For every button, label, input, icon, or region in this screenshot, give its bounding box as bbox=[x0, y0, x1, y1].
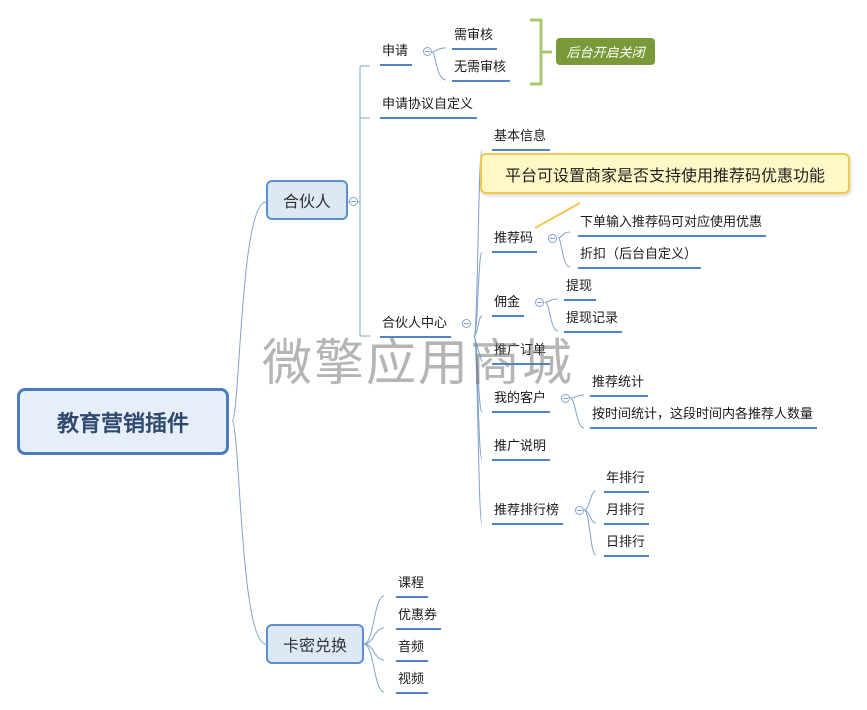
topic-promo-order[interactable]: 推广订单 bbox=[491, 343, 551, 365]
topic-withdraw-record[interactable]: 提现记录 bbox=[563, 311, 623, 333]
collapse-ranking-icon[interactable] bbox=[575, 506, 584, 515]
topic-audio[interactable]: 音频 bbox=[395, 640, 429, 662]
topic-course[interactable]: 课程 bbox=[395, 576, 429, 598]
branch-card-exchange[interactable]: 卡密兑换 bbox=[266, 624, 364, 664]
topic-basic-info[interactable]: 基本信息 bbox=[491, 129, 551, 151]
callout-referral-note[interactable]: 平台可设置商家是否支持使用推荐码优惠功能 bbox=[480, 153, 850, 194]
topic-referral-code[interactable]: 推荐码 bbox=[491, 231, 538, 253]
collapse-center-icon[interactable] bbox=[462, 319, 471, 328]
topic-promo-desc[interactable]: 推广说明 bbox=[491, 439, 551, 461]
topic-no-review[interactable]: 无需审核 bbox=[451, 60, 511, 82]
collapse-apply-icon[interactable] bbox=[423, 47, 432, 56]
topic-year-rank[interactable]: 年排行 bbox=[603, 471, 650, 493]
topic-discount[interactable]: 折扣（后台自定义） bbox=[577, 247, 702, 269]
topic-ref-stats[interactable]: 推荐统计 bbox=[589, 375, 649, 397]
topic-day-rank[interactable]: 日排行 bbox=[603, 535, 650, 557]
root-topic[interactable]: 教育营销插件 bbox=[17, 388, 229, 455]
collapse-referral-icon[interactable] bbox=[548, 234, 557, 243]
topic-coupon[interactable]: 优惠券 bbox=[395, 608, 442, 630]
topic-need-review[interactable]: 需审核 bbox=[451, 28, 498, 50]
callout-backend-toggle[interactable]: 后台开启关闭 bbox=[556, 38, 655, 65]
collapse-commission-icon[interactable] bbox=[535, 298, 544, 307]
topic-time-stats[interactable]: 按时间统计，这段时间内各推荐人数量 bbox=[589, 407, 818, 429]
collapse-customers-icon[interactable] bbox=[561, 394, 570, 403]
topic-my-customers[interactable]: 我的客户 bbox=[491, 391, 551, 413]
topic-agreement[interactable]: 申请协议自定义 bbox=[379, 97, 478, 119]
collapse-partner-icon[interactable] bbox=[349, 197, 358, 206]
branch-partner[interactable]: 合伙人 bbox=[266, 180, 348, 220]
topic-partner-center[interactable]: 合伙人中心 bbox=[379, 316, 452, 338]
topic-ranking[interactable]: 推荐排行榜 bbox=[491, 503, 564, 525]
topic-discount-order[interactable]: 下单输入推荐码可对应使用优惠 bbox=[577, 215, 767, 237]
topic-month-rank[interactable]: 月排行 bbox=[603, 503, 650, 525]
topic-withdraw[interactable]: 提现 bbox=[563, 279, 597, 301]
topic-commission[interactable]: 佣金 bbox=[491, 295, 525, 317]
topic-apply[interactable]: 申请 bbox=[379, 44, 413, 66]
topic-video[interactable]: 视频 bbox=[395, 672, 429, 694]
